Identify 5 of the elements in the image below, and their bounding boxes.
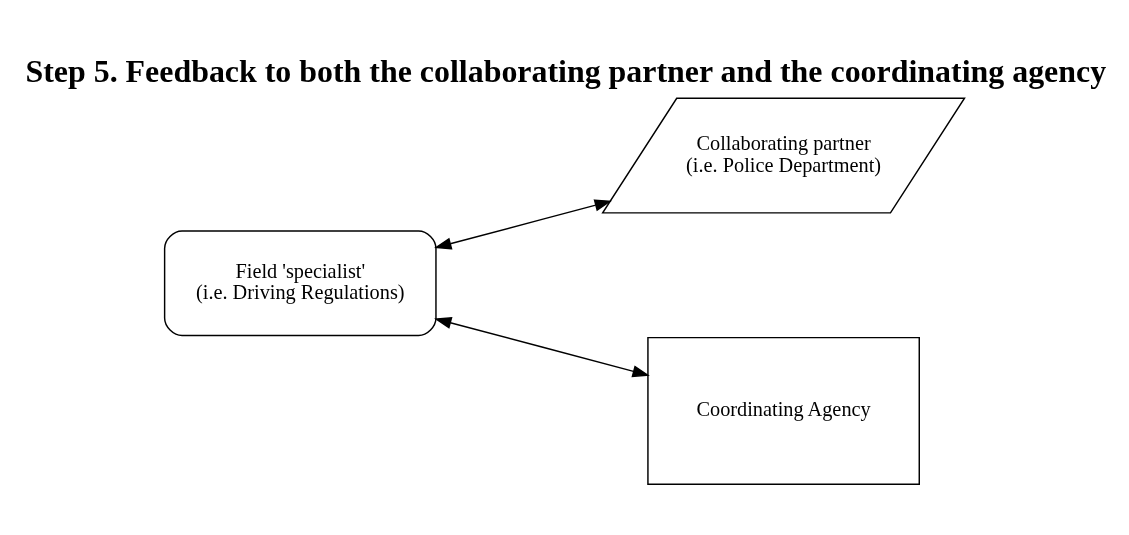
arrow (434, 316, 650, 377)
node-box: Coordinating Agency (647, 336, 920, 485)
arrow (434, 198, 612, 249)
node-box: Field 'specialist' (i.e. Driving Regulations) (163, 229, 437, 336)
diagram-title: Step 5. Feedback to both the collaborating partner and the coordinating agency (25, 53, 1107, 89)
